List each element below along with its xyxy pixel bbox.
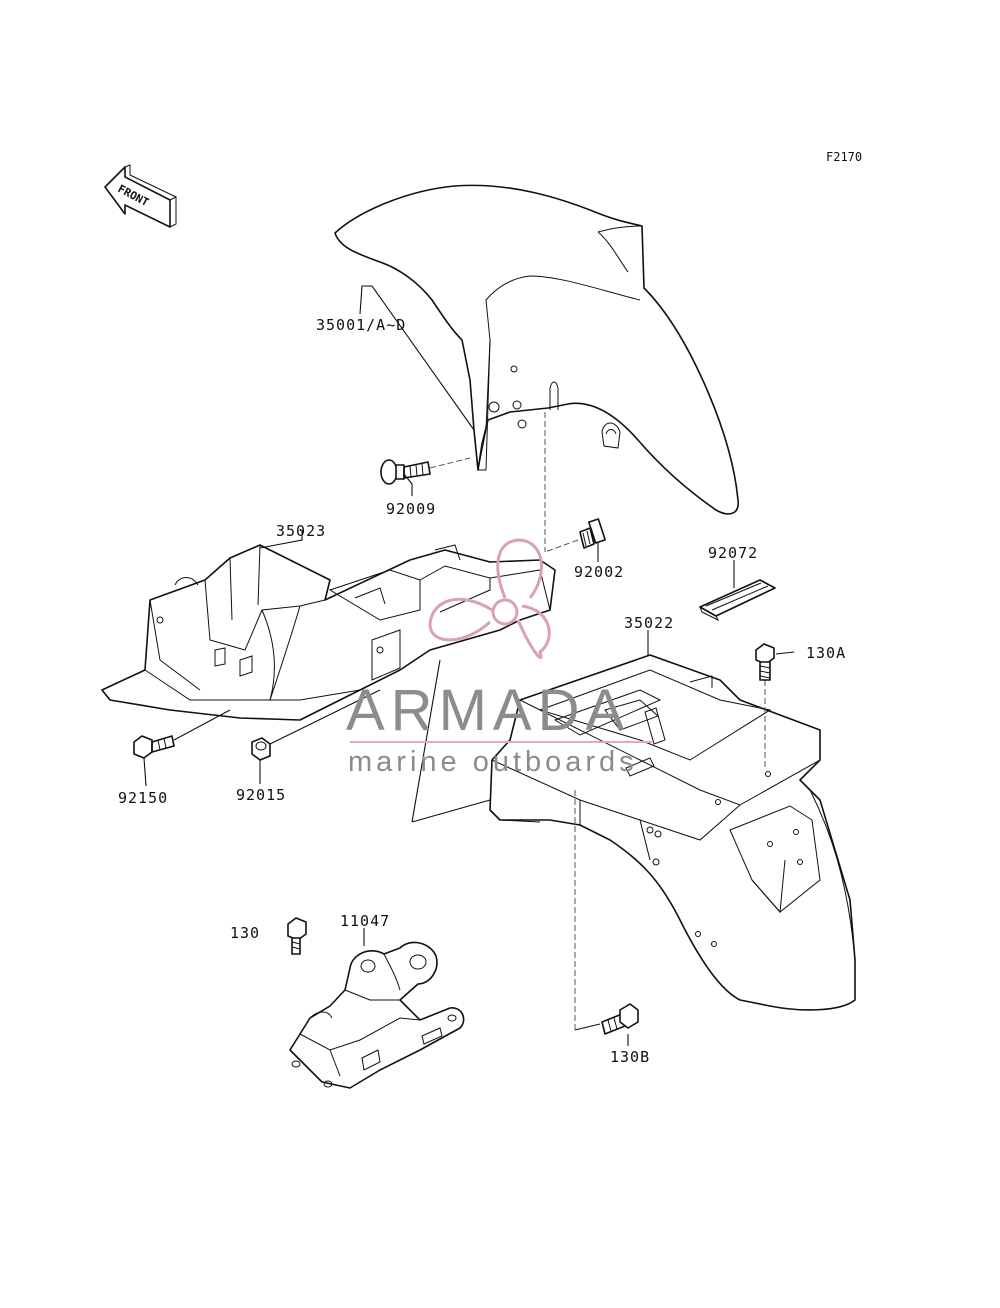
label-35023: 35023: [276, 522, 326, 540]
label-130b: 130B: [610, 1048, 650, 1066]
watermark: ARMADA marine outboards: [346, 538, 652, 778]
band-92072: [699, 579, 776, 622]
bolt-130: [287, 917, 307, 955]
label-92072: 92072: [708, 544, 758, 562]
label-130: 130: [230, 924, 260, 942]
bolt-130b: [601, 1003, 639, 1035]
label-35001: 35001/A~D: [316, 316, 406, 334]
bolt-130a: [755, 643, 775, 681]
bolt-92150: [133, 735, 175, 759]
label-130a: 130A: [806, 644, 846, 662]
bracket-11047: [289, 941, 465, 1089]
rear-inner-fender: [101, 544, 556, 721]
label-11047: 11047: [340, 912, 390, 930]
bolt-92009: [380, 459, 431, 485]
label-92002: 92002: [574, 563, 624, 581]
label-35022: 35022: [624, 614, 674, 632]
front-fender: [334, 184, 739, 515]
label-92150: 92150: [118, 789, 168, 807]
figure-code: F2170: [826, 150, 862, 164]
watermark-title: ARMADA: [346, 678, 630, 743]
watermark-subtitle: marine outboards: [348, 746, 638, 778]
collar-92015: [251, 737, 271, 761]
bolt-92002: [579, 518, 606, 549]
propeller-logo-icon: [428, 538, 551, 660]
label-92015: 92015: [236, 786, 286, 804]
front-arrow-label: FRONT: [116, 182, 152, 209]
rear-fender: [489, 654, 856, 1011]
front-arrow-icon: FRONT: [104, 164, 177, 228]
label-92009: 92009: [386, 500, 436, 518]
